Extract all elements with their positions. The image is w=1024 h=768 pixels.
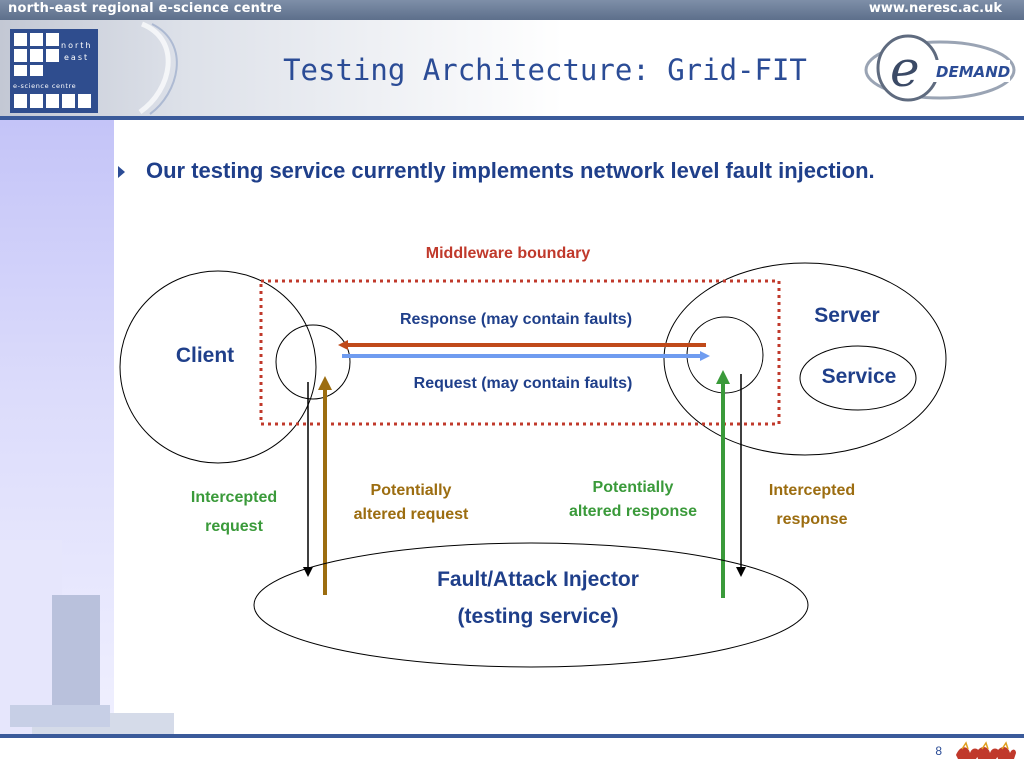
logo-text-east: east: [64, 53, 89, 62]
server-ellipse: [663, 262, 947, 456]
neresc-logo: north east e-science centre: [10, 29, 98, 113]
altered-response-label: Potentially: [593, 479, 674, 496]
logo-text-escience: e-science centre: [13, 82, 76, 90]
slide-title: Testing Architecture: Grid-FIT: [283, 53, 807, 87]
altered-request-label: Potentially: [371, 482, 452, 499]
service-label: Service: [822, 365, 897, 388]
centre-name: north-east regional e-science centre: [8, 1, 283, 16]
injector-sublabel: (testing service): [457, 605, 618, 628]
middleware-boundary: [259, 279, 781, 426]
logo-demand-text: DEMAND: [936, 63, 1010, 81]
response-label: Response (may contain faults): [400, 311, 632, 328]
logo-text-north: north: [61, 41, 92, 50]
altered-response-label: altered response: [569, 503, 697, 520]
bullet-arrow-icon: [118, 166, 125, 178]
website-url[interactable]: www.neresc.ac.uk: [868, 1, 1002, 16]
server-label: Server: [814, 304, 879, 327]
decor-block: [10, 705, 110, 727]
injector-ellipse: [253, 542, 809, 668]
swoosh-graphic: [138, 21, 178, 115]
client-label: Client: [176, 344, 234, 367]
lions-emblem-icon: [956, 741, 1016, 759]
header-divider: [0, 116, 1024, 120]
client-ellipse: [119, 270, 317, 464]
page-number: 8: [935, 744, 942, 758]
intercepted-request-label: Intercepted: [191, 489, 277, 506]
bullet-text: Our testing service currently implements…: [146, 158, 875, 183]
intercepted-request-label: request: [205, 518, 263, 535]
edemand-logo: e DEMAND: [852, 24, 1022, 112]
injector-label: Fault/Attack Injector: [437, 568, 639, 591]
top-bar: north-east regional e-science centre www…: [0, 0, 1024, 20]
request-label: Request (may contain faults): [414, 375, 633, 392]
client-endpoint-circle: [275, 324, 351, 400]
boundary-label: Middleware boundary: [426, 245, 591, 262]
footer-divider: [0, 734, 1024, 738]
decor-block: [52, 595, 100, 725]
logo-e-letter: e: [890, 40, 920, 98]
service-ellipse: [799, 345, 917, 411]
intercepted-response-label: response: [776, 511, 847, 528]
intercepted-response-label: Intercepted: [769, 482, 855, 499]
altered-request-label: altered request: [354, 506, 469, 523]
decor-block: [0, 540, 62, 734]
